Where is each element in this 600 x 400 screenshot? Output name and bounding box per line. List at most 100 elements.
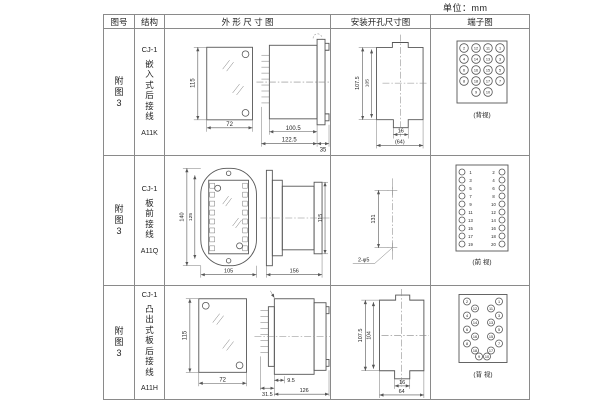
label-line: 接 [145,356,154,367]
label-line: 图 [114,337,124,347]
col-header-install: 安装开孔尺寸图 [331,15,431,29]
terminal-circle [471,54,481,64]
terminal-circle [458,168,466,176]
install-drawing-a11q: 131 2-φ5 [352,178,398,264]
terminal-number: 2 [492,170,495,175]
terminal-circle [498,216,506,224]
terminal-number: 5 [469,186,472,191]
label-line: 出 [145,314,154,325]
cutout-profile [376,42,424,129]
terminal-number: 19 [468,242,473,247]
terminal-number: 12 [473,307,477,311]
terminal-number: 6 [463,69,465,73]
label-line: 线 [145,366,154,377]
terminal-circle [459,43,469,53]
terminal-number: 15 [486,69,490,73]
terminal-circle [471,346,479,355]
dim-front-width: 72 [219,377,226,383]
terminal-number: 16 [491,226,496,231]
outline-drawing-a11k: 115 72 100.5 [190,33,330,154]
hole-cross-icon [387,185,398,253]
terminal-number: 18 [474,80,478,84]
terminal-number: 13 [468,218,473,223]
terminal-circle [458,176,466,184]
terminal-circle [498,224,506,232]
dim-body-length: 126 [300,388,309,394]
terminal-circle [495,65,505,75]
pins-icon [261,54,270,104]
terminal-circle [487,318,495,327]
terminal-circle [459,76,469,86]
terminal-strip-icon [209,182,248,252]
terminal-circle [483,54,493,64]
terminal-circle [483,65,493,75]
leader-line [352,247,393,264]
screw-icon [214,184,222,192]
label-line: 线 [145,229,154,239]
dim-pin-length: 31.5 [262,392,273,398]
label-line: 3 [116,348,122,358]
terminal-number: 2 [466,300,468,304]
terminal-number: 1 [469,170,472,175]
terminal-number: 10 [486,91,490,95]
label-line: 图 [114,215,124,225]
terminal-number: 10 [491,202,496,207]
hole-note: 2-φ5 [358,258,369,264]
terminal-circle [471,304,479,313]
terminal-number: 17 [486,80,490,84]
side-view: 9.5 31.5 126 [254,290,330,398]
terminal-circle [475,352,483,361]
terminal-circle [498,184,506,192]
dim-front-outer-h: 140 [179,212,185,221]
terminal-circle [495,311,503,320]
terminal-circle [483,87,493,97]
dim-hole-span: 131 [371,214,377,223]
terminal-circle [483,76,493,86]
label-line: A11K [141,129,158,137]
terminal-number: 4 [466,314,468,318]
terminal-circle [458,192,466,200]
terminal-circle [463,325,471,334]
dim-flange-depth: 35 [320,148,327,154]
terminal-number: 7 [498,342,500,346]
front-view: 140 125 105 [179,167,257,278]
label-line: 后 [145,90,154,100]
label-line: 式 [145,324,154,335]
label-line: A11H [141,385,158,393]
col-header-outline: 外 形 尺 寸 图 [165,15,331,29]
view-label: (背 视) [473,370,492,379]
label-line: 3 [116,97,122,108]
label-line: 前 [145,208,154,218]
terminal-circle [458,232,466,240]
dim-side-height: 115 [318,214,324,223]
dim-cutout-outer-h: 107.5 [358,329,364,343]
terminal-number: 3 [498,314,500,318]
label-line: 线 [145,111,154,121]
terminal-number: 14 [474,58,478,62]
clip-icon [312,33,323,39]
front-view: 115 72 [182,298,247,387]
terminal-number: 17 [468,234,473,239]
label-line: 凸 [145,303,154,314]
label-line: A11Q [140,247,159,255]
terminal-circle [458,240,466,248]
install-drawing-a11k: 107.5 105 16 (64) [355,34,429,149]
terminal-number: 3 [469,178,472,183]
terminal-number: 8 [463,80,465,84]
terminal-circle [487,332,495,341]
terminal-circle [495,297,503,306]
terminal-number: 9 [475,91,477,95]
terminal-circle [471,65,481,75]
terminal-number: 1 [498,300,500,304]
